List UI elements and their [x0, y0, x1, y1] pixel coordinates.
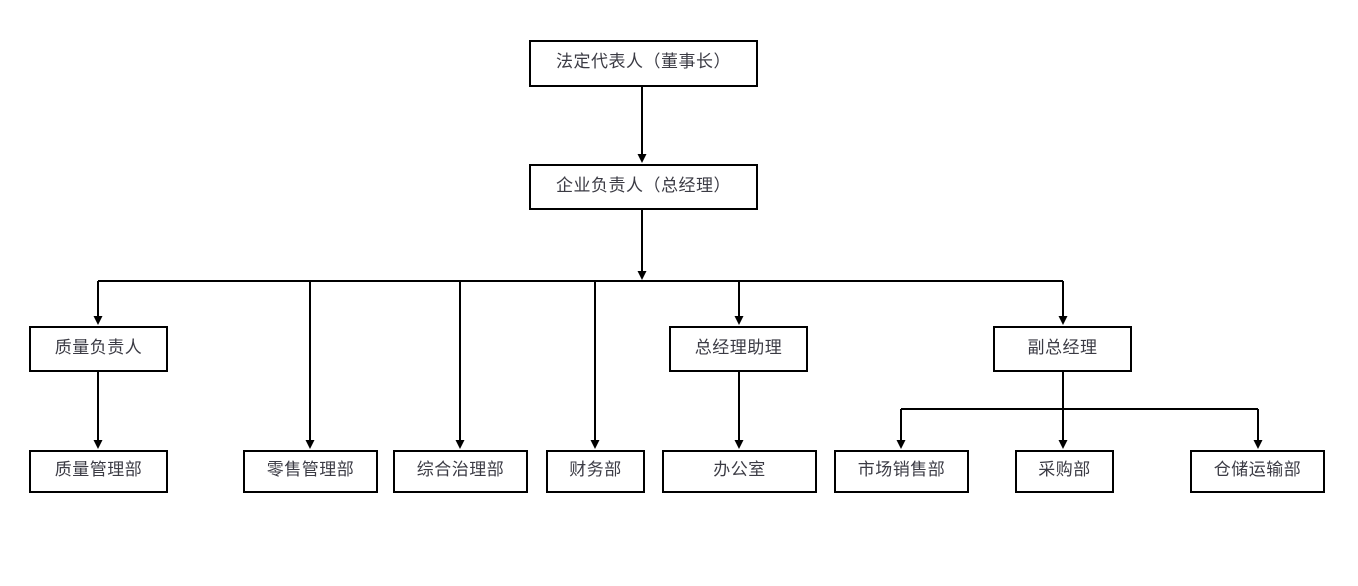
node-general-manager-label: 企业负责人（总经理） [556, 175, 731, 196]
node-general-governance-dept[interactable]: 综合治理部 [393, 450, 528, 493]
node-quality-management-dept[interactable]: 质量管理部 [29, 450, 168, 493]
node-finance-dept[interactable]: 财务部 [546, 450, 645, 493]
node-warehouse-transport-dept[interactable]: 仓储运输部 [1190, 450, 1325, 493]
node-marketing-sales-dept-label: 市场销售部 [857, 460, 946, 480]
node-warehouse-transport-dept-label: 仓储运输部 [1213, 460, 1302, 480]
node-quality-officer[interactable]: 质量负责人 [29, 326, 168, 372]
node-office-label: 办公室 [713, 460, 766, 480]
node-deputy-general-manager[interactable]: 副总经理 [993, 326, 1132, 372]
node-marketing-sales-dept[interactable]: 市场销售部 [834, 450, 969, 493]
node-retail-management-dept[interactable]: 零售管理部 [243, 450, 378, 493]
node-legal-representative-label: 法定代表人（董事长） [556, 52, 731, 72]
node-gm-assistant-label: 总经理助理 [694, 337, 783, 358]
node-quality-officer-label: 质量负责人 [54, 337, 143, 358]
node-purchasing-dept-label: 采购部 [1038, 460, 1091, 480]
node-purchasing-dept[interactable]: 采购部 [1015, 450, 1114, 493]
node-finance-dept-label: 财务部 [569, 460, 622, 480]
node-general-manager[interactable]: 企业负责人（总经理） [529, 164, 758, 210]
node-general-governance-dept-label: 综合治理部 [416, 460, 505, 480]
node-retail-management-dept-label: 零售管理部 [266, 460, 355, 480]
node-office[interactable]: 办公室 [662, 450, 817, 493]
node-gm-assistant[interactable]: 总经理助理 [669, 326, 808, 372]
node-quality-management-dept-label: 质量管理部 [54, 460, 143, 480]
node-deputy-general-manager-label: 副总经理 [1027, 337, 1098, 358]
node-legal-representative[interactable]: 法定代表人（董事长） [529, 40, 758, 87]
